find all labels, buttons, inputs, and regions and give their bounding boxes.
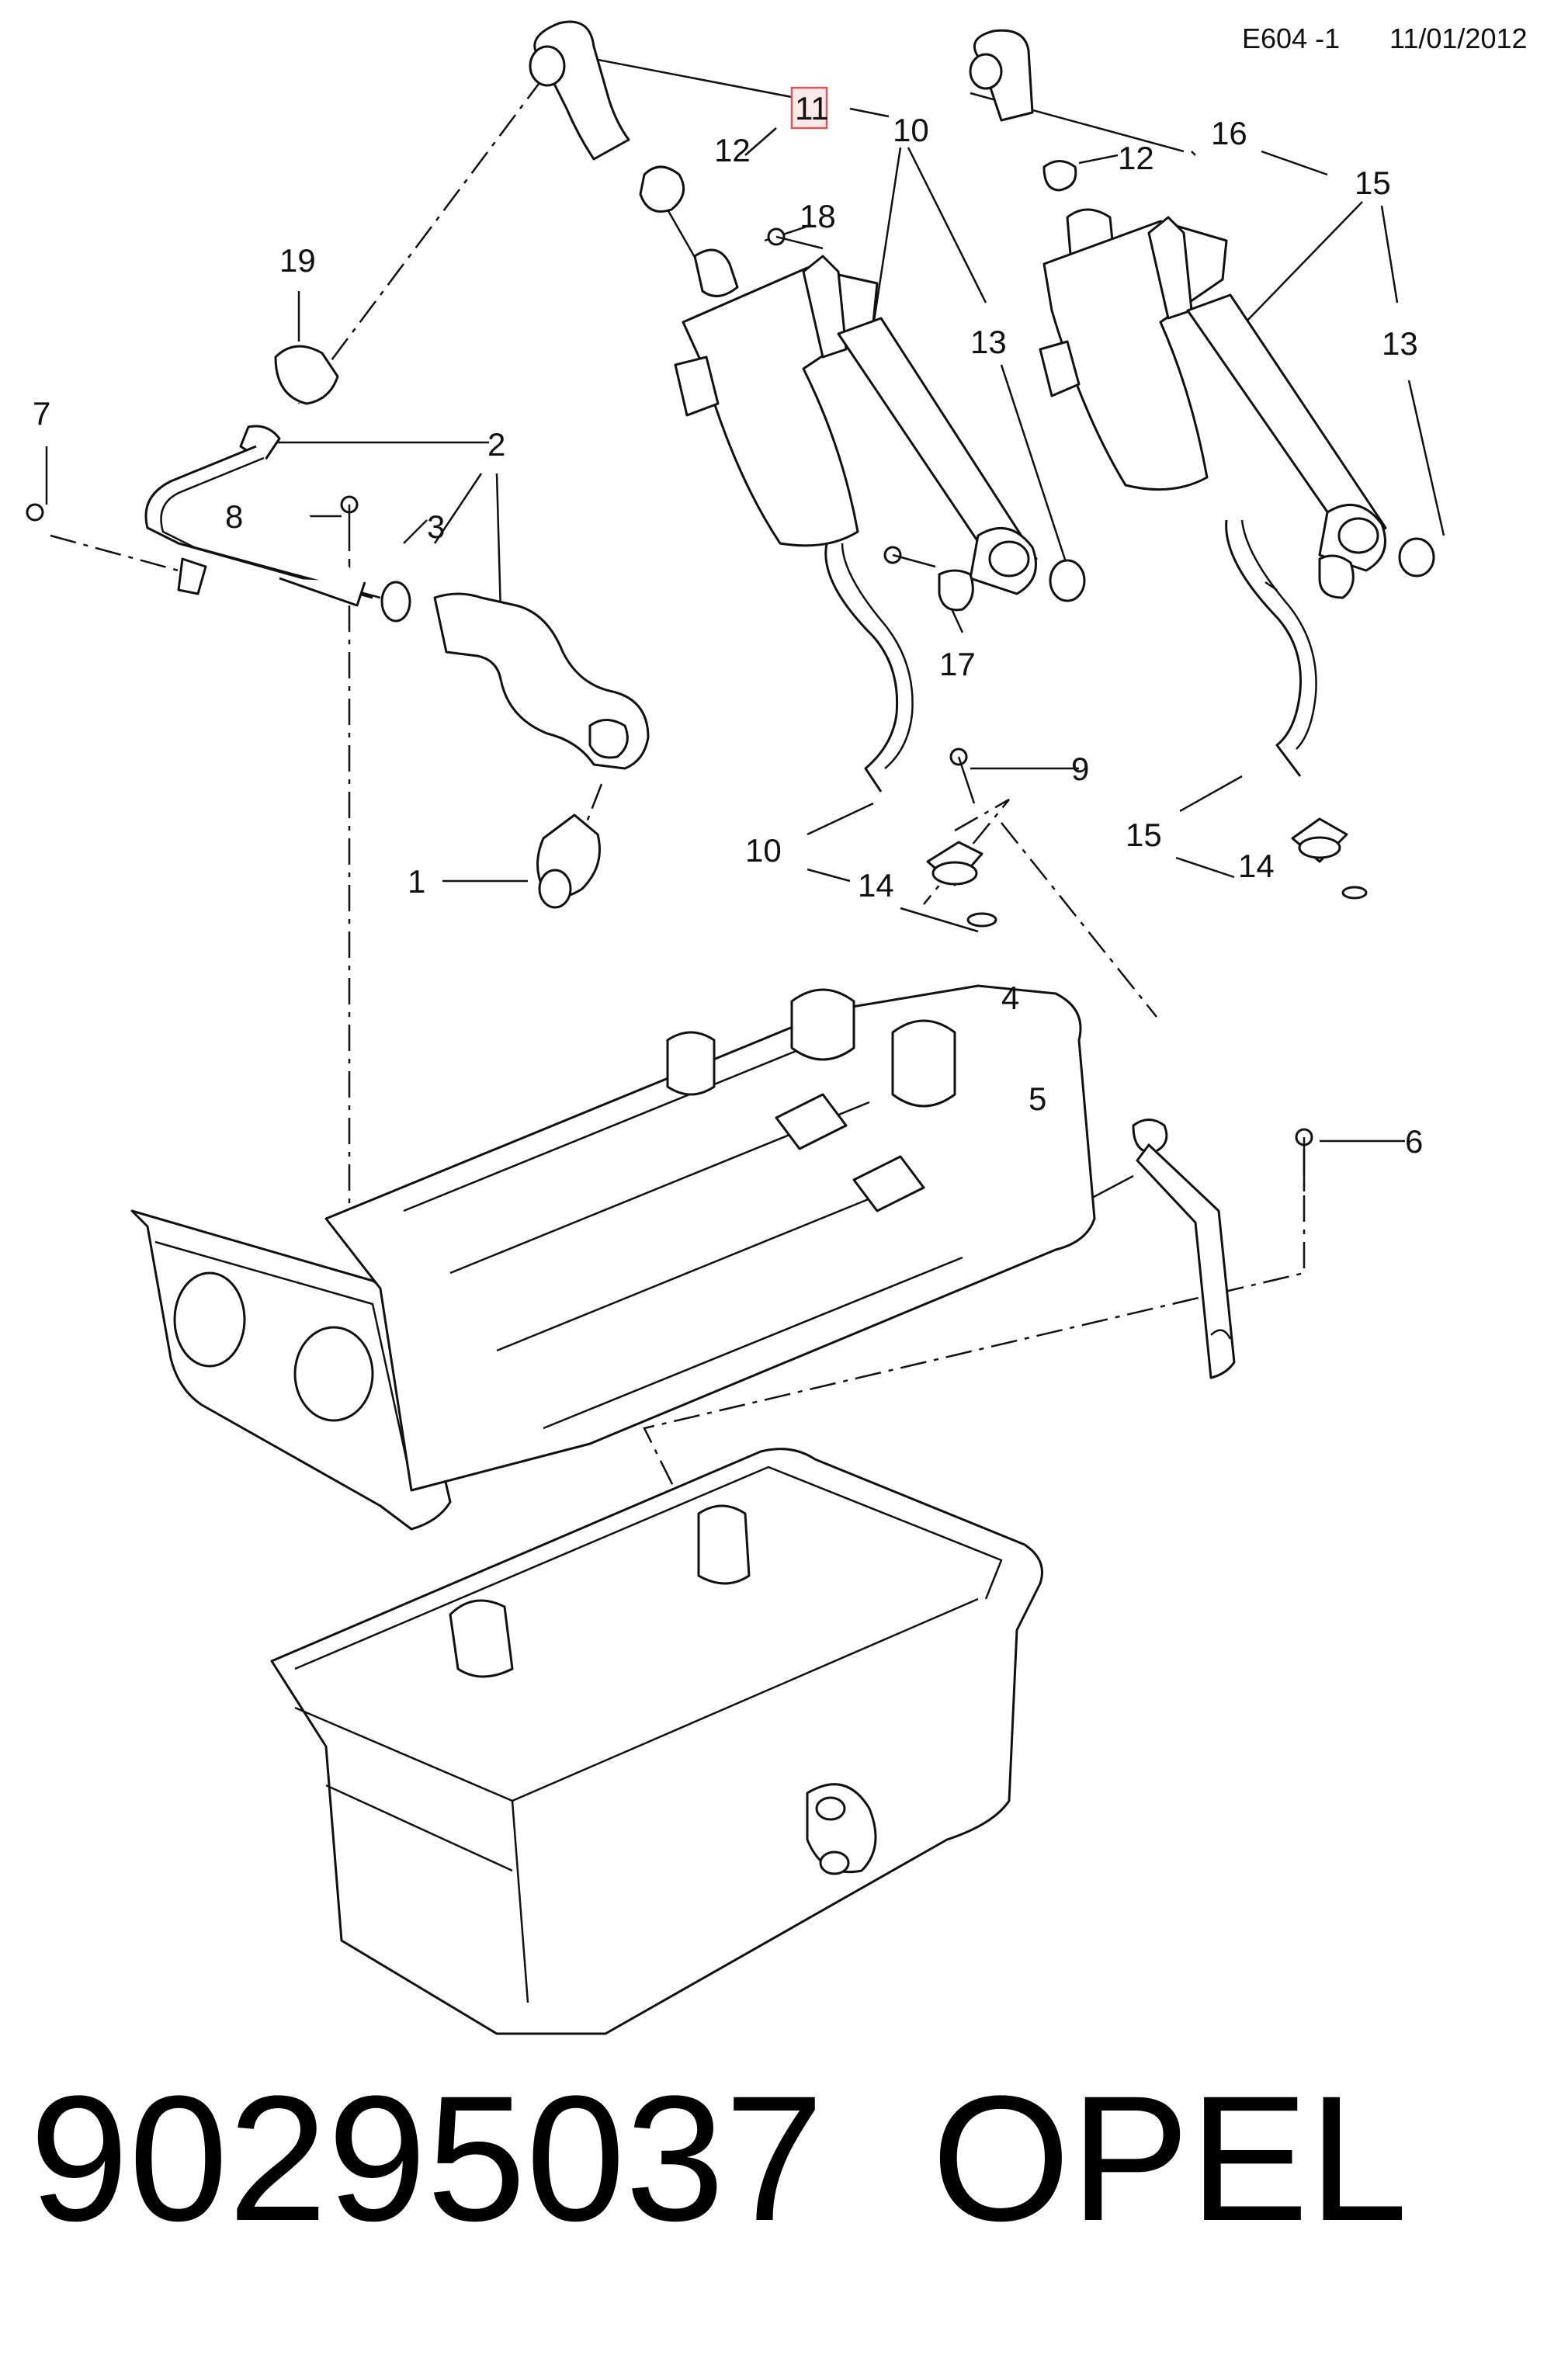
callout-12-right: 12 (1118, 140, 1154, 176)
callout-10-top: 10 (893, 112, 929, 148)
callout-4: 4 (1001, 980, 1019, 1016)
callout-labels: 11 10 12 18 13 17 9 10 14 4 5 6 16 12 15… (33, 86, 1423, 1160)
leader-lines (45, 57, 1445, 1212)
cylinder-head-cover (130, 984, 1096, 1531)
oil-separator-right (969, 29, 1435, 900)
callout-7: 7 (33, 395, 50, 432)
callout-14-right: 14 (1238, 848, 1275, 884)
callout-1: 1 (408, 863, 425, 900)
callout-19: 19 (279, 242, 316, 279)
callout-17: 17 (939, 646, 976, 682)
highlight-box (790, 86, 828, 130)
callout-10-bottom: 10 (745, 832, 782, 869)
breather-hose-left (26, 345, 650, 909)
diagram-code: E604 -1 (1242, 23, 1340, 54)
callout-16: 16 (1211, 115, 1247, 151)
callout-14-left: 14 (858, 867, 894, 904)
callout-15-top: 15 (1355, 165, 1391, 201)
callout-15-bottom: 15 (1126, 817, 1162, 853)
part-number: 90295037 (29, 2059, 824, 2258)
callout-18: 18 (800, 198, 836, 234)
callout-11: 11 (795, 90, 829, 127)
oil-pan (270, 1448, 1043, 2035)
callout-2: 2 (487, 426, 505, 463)
oil-separator-left (674, 227, 1086, 928)
callout-9: 9 (1071, 751, 1089, 787)
callout-6: 6 (1405, 1123, 1423, 1160)
breather-hose-upper (529, 20, 739, 297)
diagram-date: 11/01/2012 (1389, 23, 1528, 54)
callout-3: 3 (427, 508, 445, 545)
callout-13-left: 13 (970, 324, 1007, 360)
callout-13-right: 13 (1382, 325, 1418, 362)
callout-12-left: 12 (714, 132, 751, 168)
callout-5: 5 (1029, 1080, 1046, 1117)
callout-8: 8 (225, 498, 243, 535)
brand-name: OPEL (931, 2059, 1408, 2258)
